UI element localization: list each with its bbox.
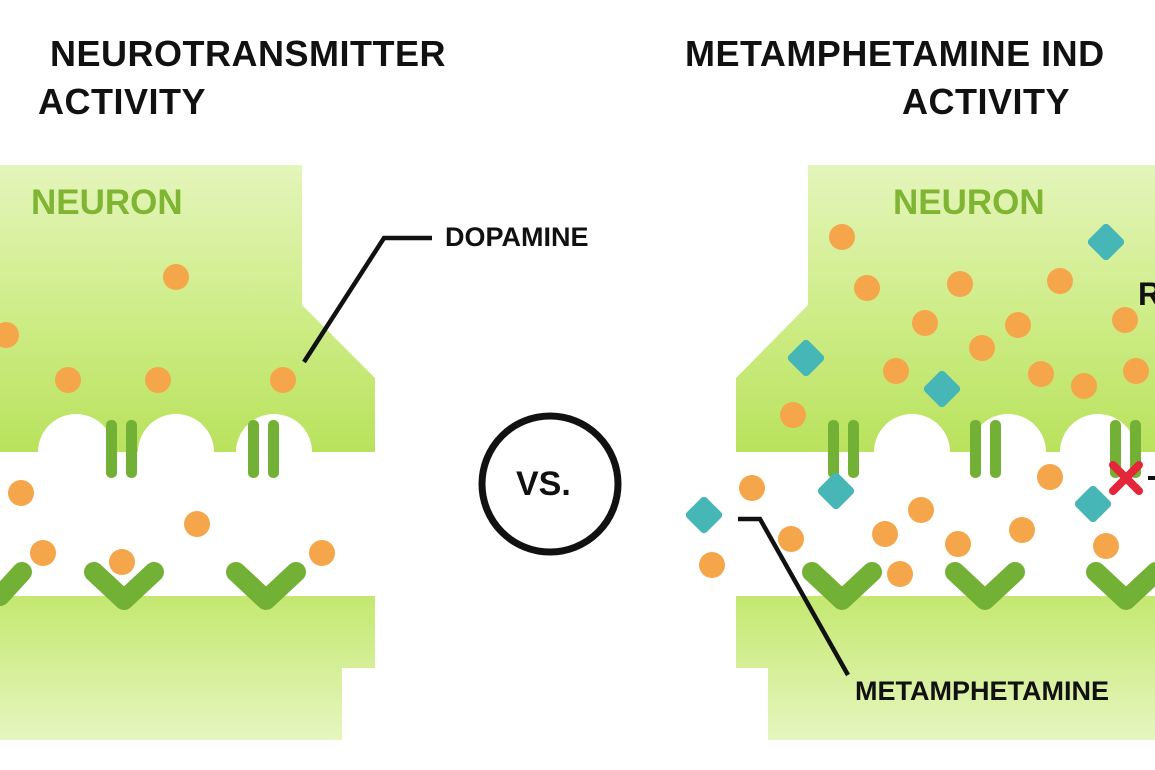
- transporter: [248, 420, 259, 478]
- right-cut-label: R: [1138, 276, 1155, 312]
- receptor: [1086, 562, 1155, 610]
- dopamine-molecule: [30, 540, 56, 566]
- dopamine-molecule: [1093, 533, 1119, 559]
- right-dopamine-molecules: [699, 224, 1149, 587]
- dopamine-molecule: [887, 561, 913, 587]
- dopamine-molecule: [1009, 517, 1035, 543]
- right-meth-molecules: [685, 223, 1125, 534]
- left-title-line2: ACTIVITY: [37, 81, 206, 122]
- dopamine-label: DOPAMINE: [445, 222, 589, 252]
- dopamine-molecule: [1028, 361, 1054, 387]
- dopamine-molecule: [872, 521, 898, 547]
- right-receptors: [802, 562, 1155, 610]
- left-dopamine-molecules: [0, 264, 335, 575]
- dopamine-molecule: [829, 224, 855, 250]
- dopamine-molecule: [1005, 312, 1031, 338]
- left-receptors: [0, 562, 306, 610]
- dopamine-molecule: [1112, 307, 1138, 333]
- right-title-line2: ACTIVITY: [901, 81, 1070, 122]
- meth-molecule: [685, 496, 723, 534]
- dopamine-molecule: [309, 540, 335, 566]
- transporter: [828, 420, 839, 478]
- dopamine-molecule: [270, 367, 296, 393]
- receptor: [945, 562, 1025, 610]
- dopamine-molecule: [1037, 464, 1063, 490]
- dopamine-molecule: [947, 271, 973, 297]
- vs-circle: [478, 412, 622, 556]
- meth-leader-line: [738, 516, 850, 677]
- dopamine-molecule: [163, 264, 189, 290]
- dopamine-molecule: [739, 475, 765, 501]
- transporter: [970, 420, 981, 478]
- meth-molecule: [1087, 223, 1125, 261]
- receptor: [802, 562, 882, 610]
- meth-molecule: [1074, 485, 1112, 523]
- x-mark-icon: [1109, 461, 1143, 495]
- transporter: [848, 420, 859, 478]
- left-transporters: [106, 420, 279, 478]
- left-postsynaptic-neuron: [0, 596, 375, 740]
- right-title-line1: METAMPHETAMINE IND: [685, 33, 1105, 74]
- transporter: [990, 420, 1001, 478]
- dopamine-molecule: [55, 367, 81, 393]
- dopamine-molecule: [883, 358, 909, 384]
- dopamine-molecule: [0, 322, 19, 348]
- dopamine-molecule: [184, 511, 210, 537]
- dopamine-molecule: [1123, 358, 1149, 384]
- dopamine-molecule: [780, 402, 806, 428]
- transporter: [268, 420, 279, 478]
- transporter: [106, 420, 117, 478]
- left-neuron-label: NEURON: [31, 183, 183, 222]
- meth-label: METAMPHETAMINE: [855, 676, 1109, 706]
- dopamine-molecule: [8, 480, 34, 506]
- meth-molecule: [817, 472, 855, 510]
- left-title-line1: NEUROTRANSMITTER: [50, 33, 446, 74]
- right-neuron-label: NEURON: [893, 183, 1045, 222]
- meth-molecule: [787, 339, 825, 377]
- dopamine-molecule: [1071, 373, 1097, 399]
- dopamine-molecule: [109, 549, 135, 575]
- receptor: [226, 562, 306, 610]
- transporter: [126, 420, 137, 478]
- dopamine-molecule: [699, 552, 725, 578]
- dopamine-leader-line: [302, 235, 432, 364]
- dopamine-molecule: [145, 367, 171, 393]
- vs-label: VS.: [516, 465, 571, 503]
- dopamine-molecule: [908, 497, 934, 523]
- receptor: [0, 562, 32, 606]
- receptor: [84, 562, 164, 610]
- dopamine-molecule: [1047, 268, 1073, 294]
- right-postsynaptic-neuron: [736, 596, 1155, 740]
- dopamine-molecule: [854, 275, 880, 301]
- dopamine-molecule: [912, 310, 938, 336]
- meth-molecule: [923, 370, 961, 408]
- dopamine-molecule: [945, 531, 971, 557]
- dopamine-molecule: [778, 526, 804, 552]
- dopamine-molecule: [969, 335, 995, 361]
